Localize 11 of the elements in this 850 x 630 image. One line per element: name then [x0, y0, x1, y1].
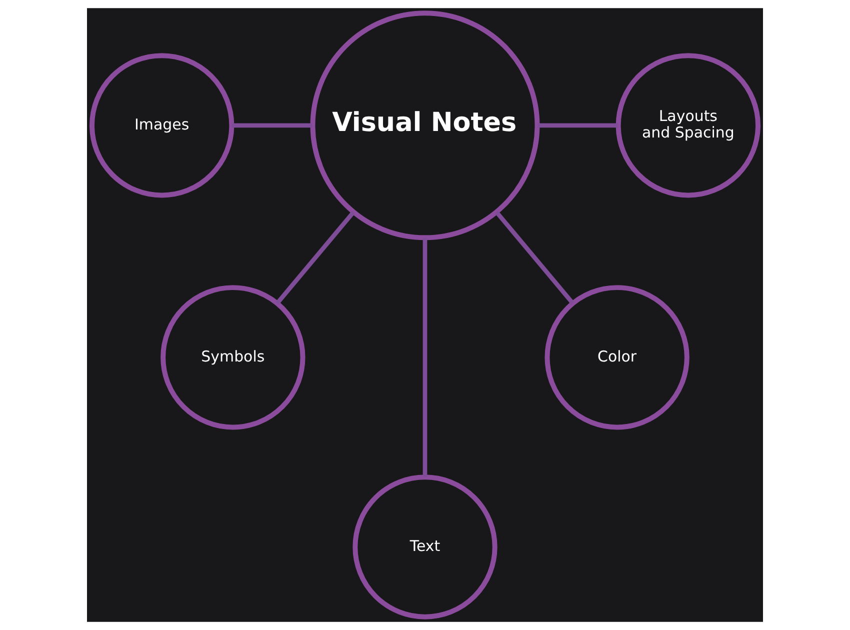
node-circle: Visual Notes	[310, 10, 540, 240]
node-circle: Symbols	[160, 285, 306, 430]
node-circle: Text	[352, 474, 498, 620]
connector	[232, 123, 312, 128]
connector	[276, 210, 356, 305]
connector	[494, 210, 574, 305]
node-circle: Layouts and Spacing	[616, 53, 760, 198]
node-circle: Color	[544, 285, 690, 430]
connector	[422, 238, 428, 477]
connector	[538, 123, 618, 128]
node-circle: Images	[90, 53, 234, 198]
